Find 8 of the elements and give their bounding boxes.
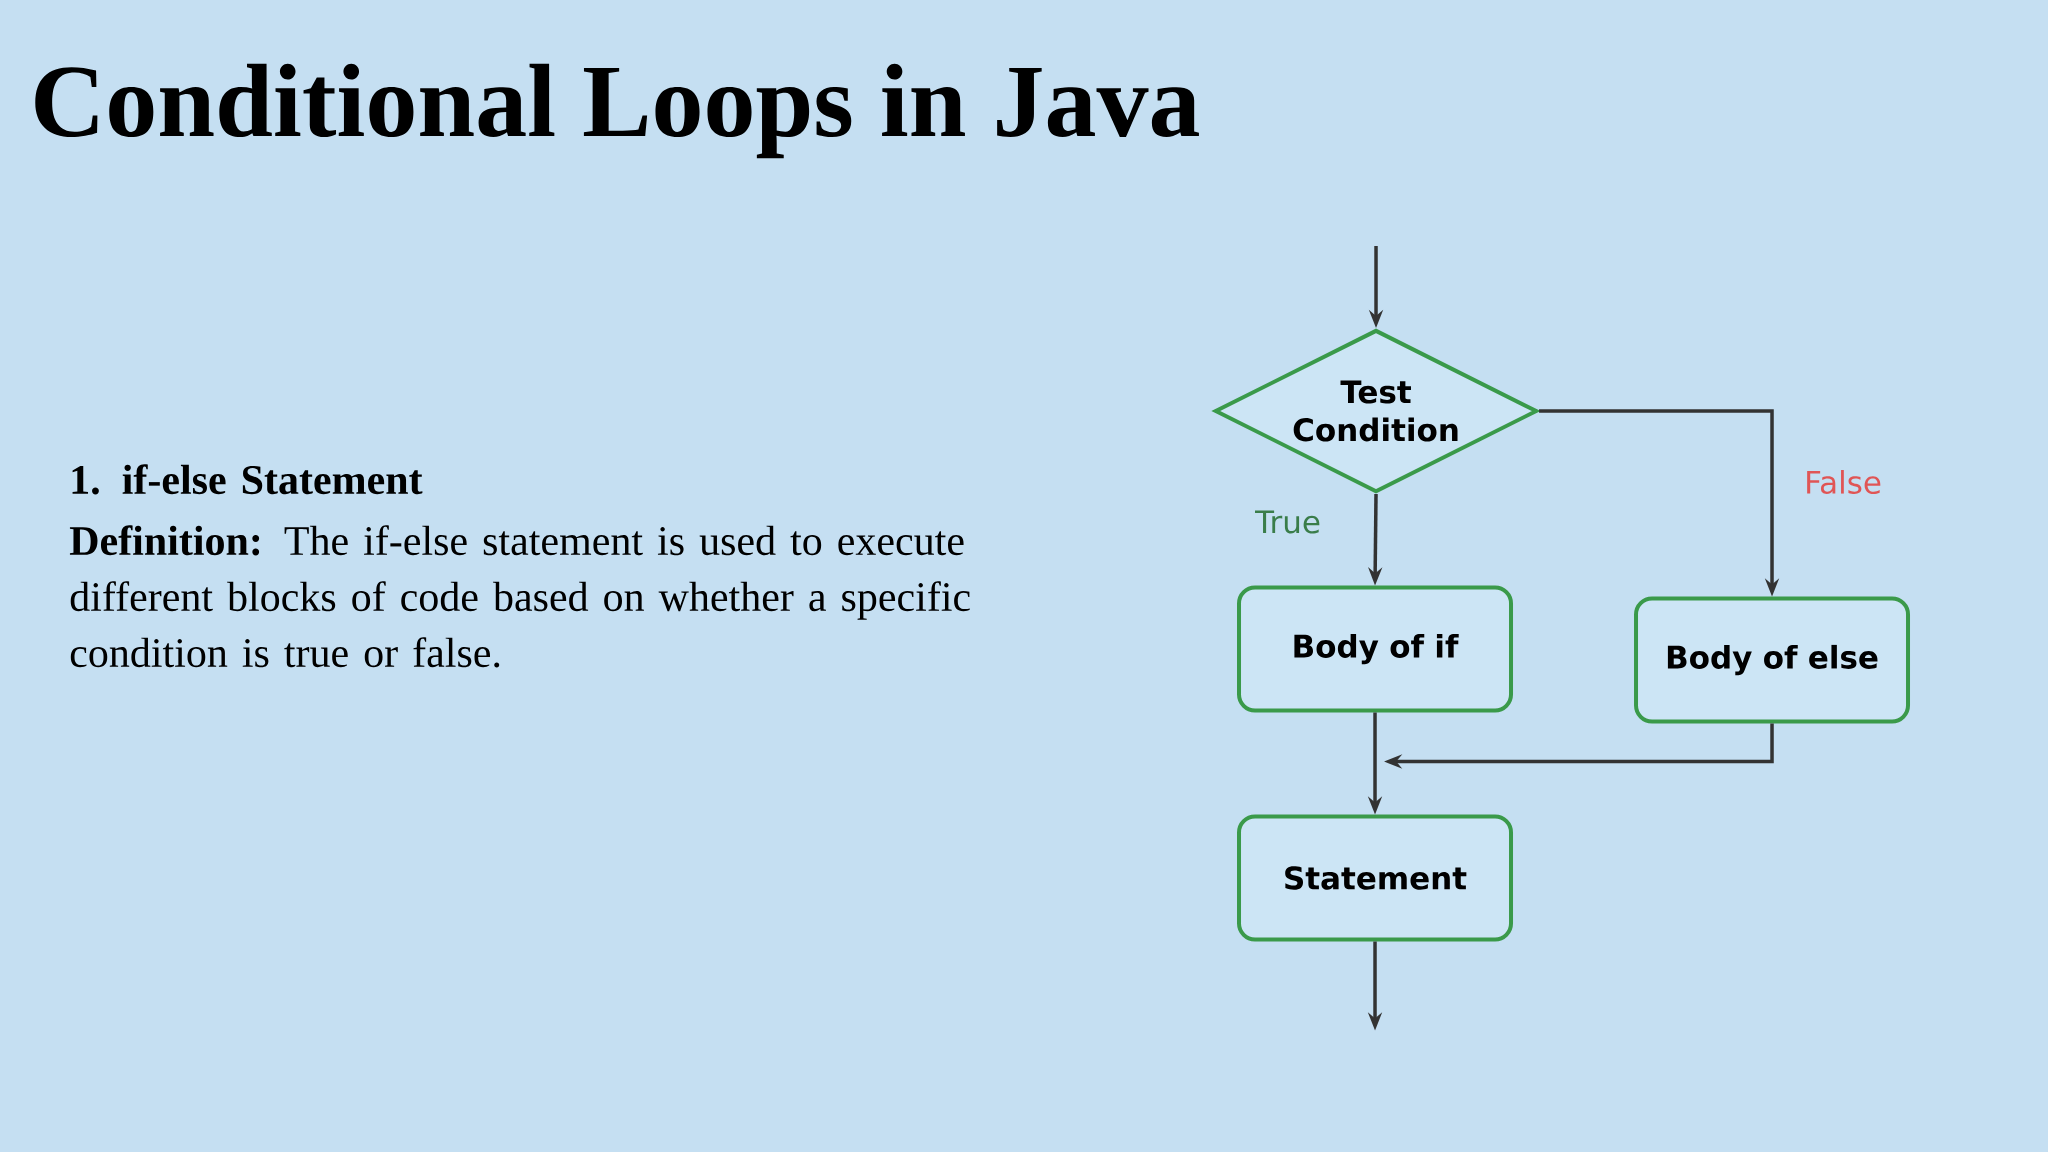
title: Conditional Loops in Java — [35, 63, 1199, 159]
process-box: Body of if — [1237, 585, 1513, 713]
edge-label: True — [1255, 510, 1320, 534]
edge-label: False — [1807, 470, 1881, 494]
heading: 1. if-else Statement — [72, 464, 423, 495]
process-box: Statement — [1237, 814, 1513, 942]
definition-text: Definition: The if-else statement is used to execute different blocks of code based on whether a specific condition is true or false. — [69, 525, 970, 668]
process-box: Body of else — [1634, 596, 1910, 724]
